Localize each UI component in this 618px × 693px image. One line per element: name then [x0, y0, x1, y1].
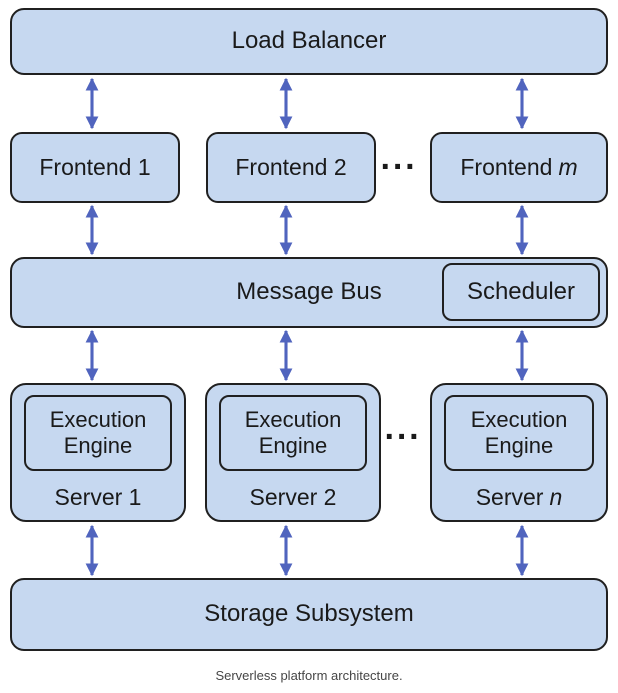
- server-n-label-prefix: Server: [475, 483, 544, 510]
- figure-caption: Serverless platform architecture.: [215, 668, 403, 683]
- frontend-2-label: Frontend 2: [235, 153, 347, 180]
- storage-subsystem-label: Storage Subsystem: [204, 600, 414, 628]
- node-load-balancer: Load Balancer: [10, 8, 608, 75]
- message-bus-label: Message Bus: [236, 278, 382, 306]
- frontend-ellipsis: ···: [380, 148, 418, 186]
- node-storage-subsystem: Storage Subsystem: [10, 578, 608, 651]
- node-frontend-2: Frontend 2: [206, 132, 376, 203]
- scheduler-label: Scheduler: [466, 277, 576, 305]
- node-server-2: Execution Engine Server 2: [205, 383, 381, 522]
- node-frontend-1: Frontend 1: [10, 132, 180, 203]
- execution-engine-n-label: Execution Engine: [470, 406, 568, 458]
- frontend-m-label-var: m: [558, 153, 578, 180]
- node-execution-engine-1: Execution Engine: [24, 395, 172, 471]
- load-balancer-label: Load Balancer: [231, 27, 387, 55]
- server-ellipsis: ···: [384, 418, 422, 456]
- frontend-1-label: Frontend 1: [39, 153, 151, 180]
- server-1-label: Server 1: [54, 483, 142, 510]
- frontend-m-label-prefix: Frontend: [460, 153, 553, 180]
- server-n-label-var: n: [549, 483, 563, 510]
- execution-engine-2-label: Execution Engine: [244, 406, 342, 458]
- execution-engine-1-label: Execution Engine: [49, 406, 147, 458]
- node-server-1: Execution Engine Server 1: [10, 383, 186, 522]
- node-execution-engine-n: Execution Engine: [444, 395, 594, 471]
- node-scheduler: Scheduler: [442, 263, 600, 321]
- node-execution-engine-2: Execution Engine: [219, 395, 367, 471]
- server-2-label: Server 2: [249, 483, 337, 510]
